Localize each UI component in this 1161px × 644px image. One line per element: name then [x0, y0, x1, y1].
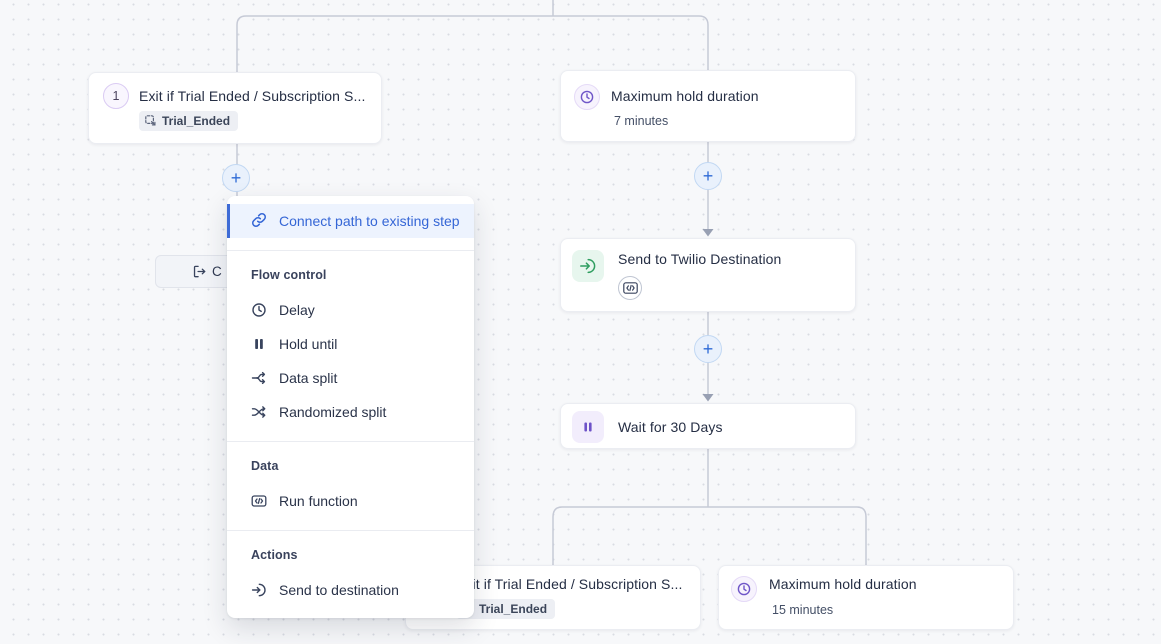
add-step-button[interactable]: +	[222, 164, 250, 192]
function-code-badge	[618, 276, 642, 300]
add-step-menu: Connect path to existing step Flow contr…	[227, 196, 474, 618]
menu-divider	[227, 250, 474, 251]
shuffle-icon	[251, 404, 267, 420]
menu-item-label: Data split	[279, 370, 338, 386]
menu-item-run-function[interactable]: Run function	[227, 484, 474, 518]
node-exit-step-top[interactable]: 1 Exit if Trial Ended / Subscription S..…	[88, 72, 382, 144]
add-step-button[interactable]: +	[694, 335, 722, 363]
node-send-twilio-destination[interactable]: Send to Twilio Destination	[560, 238, 856, 312]
send-destination-icon	[251, 582, 267, 598]
menu-item-label: Hold until	[279, 336, 338, 352]
menu-item-label: Delay	[279, 302, 315, 318]
menu-item-label: Connect path to existing step	[279, 213, 460, 229]
menu-section-header: Actions	[251, 548, 298, 562]
node-max-hold-top[interactable]: Maximum hold duration 7 minutes	[560, 70, 856, 142]
node-title: Wait for 30 Days	[618, 419, 723, 435]
clock-icon	[251, 302, 267, 318]
node-wait-30-days[interactable]: Wait for 30 Days	[560, 403, 856, 449]
menu-item-send-to-destination[interactable]: Send to destination	[227, 573, 474, 607]
node-title: Exit if Trial Ended / Subscription S...	[139, 88, 366, 104]
node-title: Send to Twilio Destination	[618, 251, 782, 267]
plus-icon: +	[230, 167, 242, 188]
menu-item-connect-path[interactable]: Connect path to existing step	[227, 204, 474, 238]
menu-divider	[227, 441, 474, 442]
node-subtitle: 15 minutes	[772, 603, 834, 617]
menu-item-label: Randomized split	[279, 404, 387, 420]
tag-label: Trial_Ended	[479, 602, 548, 616]
menu-item-data-split[interactable]: Data split	[227, 361, 474, 395]
menu-section-header: Data	[251, 459, 279, 473]
node-title: Maximum hold duration	[611, 88, 759, 104]
send-destination-icon	[572, 250, 604, 282]
pause-icon	[572, 411, 604, 443]
plus-icon: +	[702, 338, 714, 359]
menu-divider	[227, 530, 474, 531]
step-number-badge: 1	[103, 83, 129, 109]
menu-item-hold-until[interactable]: Hold until	[227, 327, 474, 361]
audience-tag: Trial_Ended	[456, 599, 556, 619]
node-title: Exit if Trial Ended / Subscription S...	[456, 576, 683, 592]
edge-arrow-icon	[702, 394, 714, 402]
pause-icon	[251, 337, 267, 351]
audience-tag: Trial_Ended	[139, 111, 239, 131]
tag-label: Trial_Ended	[162, 114, 231, 128]
data-split-icon	[251, 370, 267, 386]
audience-icon	[145, 115, 157, 127]
code-icon	[251, 493, 267, 509]
menu-item-label: Run function	[279, 493, 358, 509]
add-step-button[interactable]: +	[694, 162, 722, 190]
menu-item-delay[interactable]: Delay	[227, 293, 474, 327]
edge-arrow-icon	[702, 229, 714, 237]
clock-icon	[574, 84, 600, 110]
node-subtitle: 7 minutes	[614, 114, 669, 128]
link-icon	[251, 212, 267, 231]
menu-item-randomized-split[interactable]: Randomized split	[227, 395, 474, 429]
plus-icon: +	[702, 165, 714, 186]
exit-branch-label: C	[212, 264, 222, 279]
menu-section-header: Flow control	[251, 268, 327, 282]
node-max-hold-bottom[interactable]: Maximum hold duration 15 minutes	[718, 565, 1014, 630]
node-title: Maximum hold duration	[769, 576, 917, 592]
clock-icon	[731, 576, 757, 602]
exit-icon	[192, 264, 207, 279]
menu-item-label: Send to destination	[279, 582, 399, 598]
